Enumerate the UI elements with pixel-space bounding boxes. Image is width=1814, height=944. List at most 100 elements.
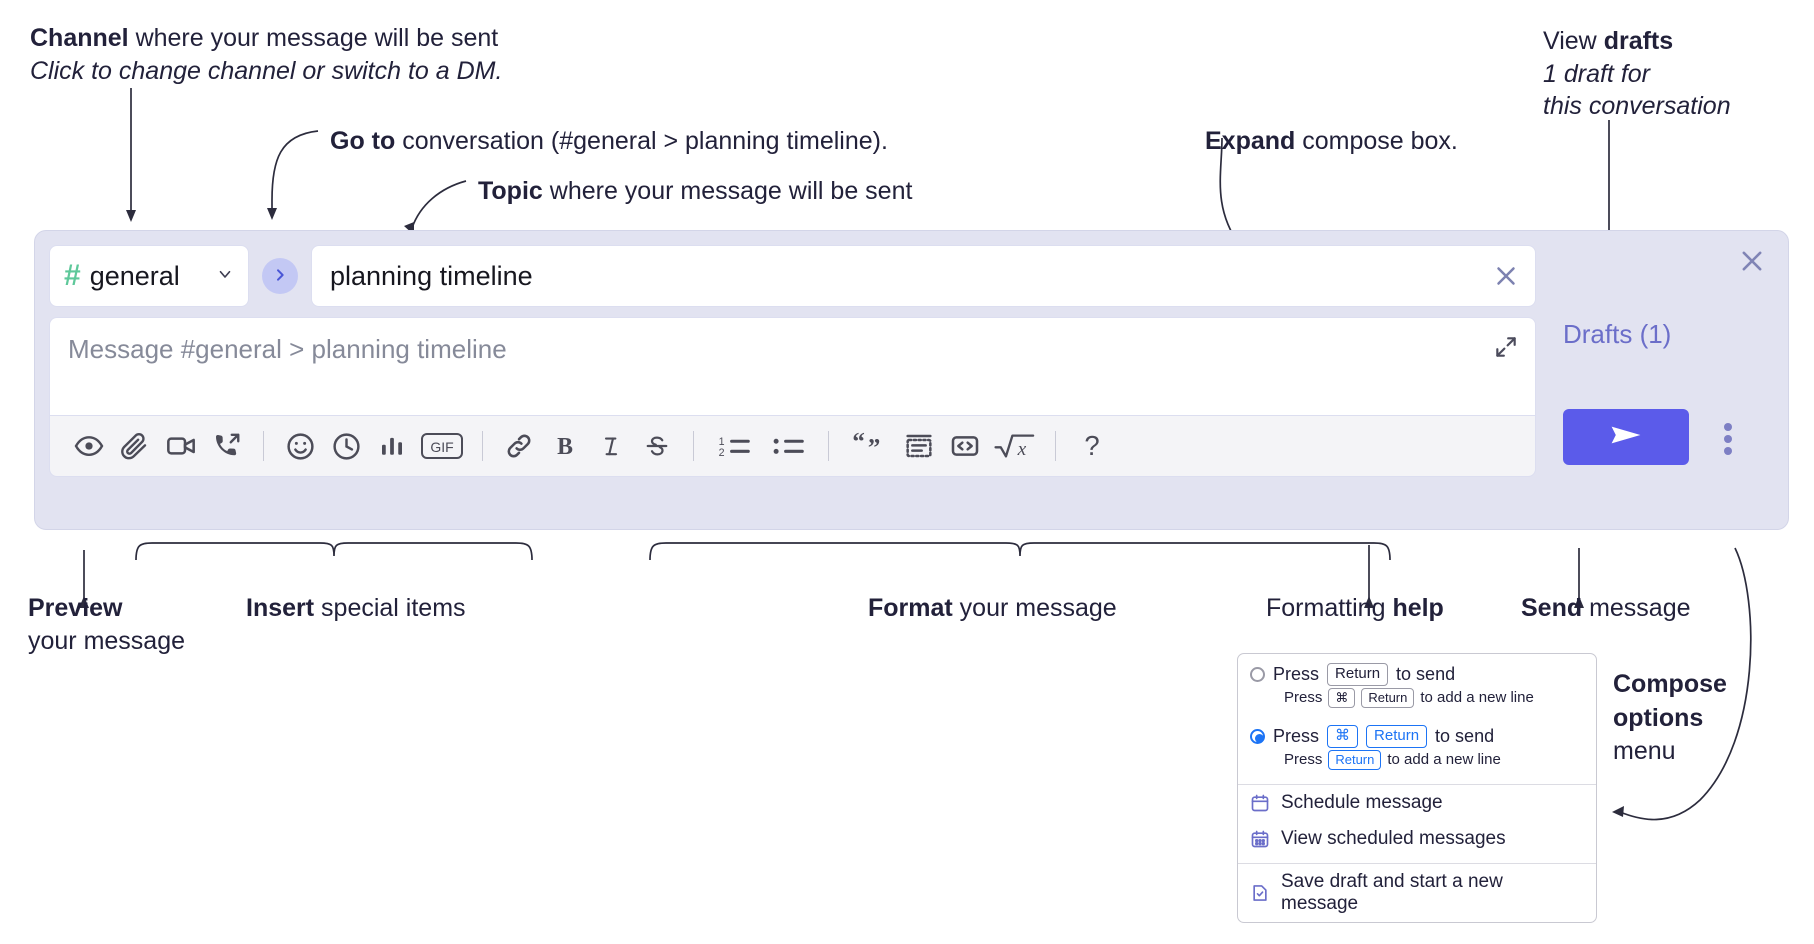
compose-box: # general planning timeline Message #gen… [34, 230, 1789, 530]
annotation-topic-bold: Topic [478, 177, 543, 205]
annotation-send-rest: message [1582, 594, 1691, 622]
annotation-preview: Preview your message [28, 592, 185, 657]
gif-button[interactable]: GIF [415, 423, 469, 469]
code-block-button[interactable] [896, 423, 942, 469]
key-command: ⌘ [1328, 687, 1356, 708]
reminder-button[interactable] [323, 423, 369, 469]
option1-tail: to send [1396, 663, 1456, 684]
annotation-drafts-italic2: this conversation [1543, 92, 1731, 120]
expand-icon[interactable] [1493, 334, 1519, 360]
compose-options-button[interactable] [1713, 419, 1743, 459]
svg-text:GIF: GIF [430, 439, 453, 455]
annotation-drafts-bold: drafts [1603, 27, 1674, 55]
chevron-right-icon [272, 263, 288, 289]
menu-item-label: Save draft and start a new message [1281, 871, 1503, 914]
document-check-icon [1250, 883, 1270, 903]
option1-sub-press: Press [1284, 689, 1323, 707]
annotation-goto: Go to conversation (#general > planning … [330, 125, 888, 158]
channel-selector[interactable]: # general [49, 245, 249, 307]
bold-button[interactable]: B [542, 423, 588, 469]
annotation-insert-bold: Insert [246, 594, 315, 622]
message-input[interactable]: Message #general > planning timeline [49, 317, 1536, 415]
option1-press: Press [1273, 663, 1320, 684]
go-to-conversation-button[interactable] [262, 258, 298, 294]
annotation-send: Send message [1521, 592, 1691, 625]
separator-3 [693, 431, 694, 461]
poll-button[interactable] [369, 423, 415, 469]
annotation-drafts: View drafts 1 draft for this conversatio… [1543, 25, 1731, 123]
annotation-goto-bold: Go to [330, 127, 396, 155]
close-icon[interactable] [1491, 261, 1521, 291]
svg-text:x: x [1017, 439, 1027, 460]
blockquote-button[interactable]: “ ” [842, 423, 896, 469]
annotation-topic-rest: where your message will be sent [542, 177, 913, 205]
compose-options-menu: Press Return to send Press ⌘ Return to a… [1237, 653, 1597, 923]
annotation-compose-options: Compose options menu [1613, 668, 1727, 769]
svg-text:1: 1 [719, 436, 725, 448]
radio-button-selected[interactable] [1250, 728, 1265, 744]
annotation-compose-bold2: options [1613, 703, 1704, 732]
svg-text:2: 2 [719, 447, 725, 459]
video-clip-button[interactable] [158, 423, 204, 469]
topic-value: planning timeline [330, 260, 533, 291]
paper-plane-icon [1608, 420, 1644, 455]
math-button[interactable]: x [988, 423, 1042, 469]
annotation-send-bold: Send [1521, 594, 1583, 622]
drafts-link[interactable]: Drafts (1) [1563, 319, 1672, 349]
italic-button[interactable] [588, 423, 634, 469]
annotation-channel-bold: Channel [30, 24, 129, 52]
topic-input[interactable]: planning timeline [311, 245, 1536, 307]
annotation-compose-bold1: Compose [1613, 670, 1727, 698]
menu-option-return-to-send[interactable]: Press Return to send [1238, 654, 1596, 688]
svg-text:“: “ [852, 431, 864, 456]
compose-header-row: # general planning timeline [49, 245, 1536, 307]
ordered-list-button[interactable]: 1 2 [707, 423, 761, 469]
more-vertical-dot-2 [1724, 435, 1732, 443]
key-command: ⌘ [1327, 725, 1359, 748]
key-return: Return [1361, 687, 1415, 708]
channel-name: general [89, 260, 180, 291]
annotation-format-rest: your message [952, 594, 1117, 622]
option2-sub-tail: to add a new line [1387, 751, 1501, 769]
option2-tail: to send [1435, 725, 1495, 746]
send-button[interactable] [1563, 409, 1689, 465]
preview-button[interactable] [66, 423, 112, 469]
attach-button[interactable] [112, 423, 158, 469]
formatting-toolbar: GIF B 1 2 [49, 415, 1536, 477]
formatting-help-button[interactable]: ? [1069, 423, 1115, 469]
annotation-help-plain: Formatting [1266, 594, 1393, 622]
link-button[interactable] [496, 423, 542, 469]
radio-button-unselected[interactable] [1250, 666, 1265, 682]
chevron-down-icon [216, 265, 234, 288]
separator-5 [1055, 431, 1056, 461]
annotation-preview-rest: your message [28, 626, 186, 655]
menu-option1-subtext: Press ⌘ Return to add a new line [1238, 687, 1596, 716]
emoji-button[interactable] [277, 423, 323, 469]
svg-text:”: ” [868, 435, 880, 462]
strikethrough-button[interactable] [634, 423, 680, 469]
more-vertical-dot-3 [1724, 447, 1732, 455]
menu-option-cmd-return-to-send[interactable]: Press ⌘ Return to send [1238, 716, 1596, 750]
hash-icon: # [64, 259, 81, 292]
separator-2 [482, 431, 483, 461]
key-return: Return [1328, 749, 1382, 770]
code-button[interactable] [942, 423, 988, 469]
menu-item-label: Schedule message [1281, 792, 1443, 813]
annotation-format: Format your message [868, 592, 1117, 625]
annotation-expand-bold: Expand [1205, 127, 1296, 155]
close-icon[interactable] [1734, 243, 1770, 279]
annotation-goto-rest: conversation (#general > planning timeli… [395, 127, 888, 155]
audio-clip-button[interactable] [204, 423, 250, 469]
menu-divider-2 [1238, 863, 1596, 864]
menu-item-schedule-message[interactable]: Schedule message [1238, 785, 1596, 821]
separator-4 [828, 431, 829, 461]
bulleted-list-button[interactable] [761, 423, 815, 469]
annotation-expand: Expand compose box. [1205, 125, 1458, 158]
annotation-topic: Topic where your message will be sent [478, 175, 912, 208]
svg-text:?: ? [1084, 431, 1099, 461]
menu-item-save-draft[interactable]: Save draft and start a new message [1238, 864, 1596, 922]
annotation-preview-bold: Preview [28, 594, 123, 622]
menu-divider-1 [1238, 784, 1596, 785]
key-return: Return [1327, 663, 1389, 686]
menu-item-view-scheduled-messages[interactable]: View scheduled messages [1238, 821, 1596, 857]
